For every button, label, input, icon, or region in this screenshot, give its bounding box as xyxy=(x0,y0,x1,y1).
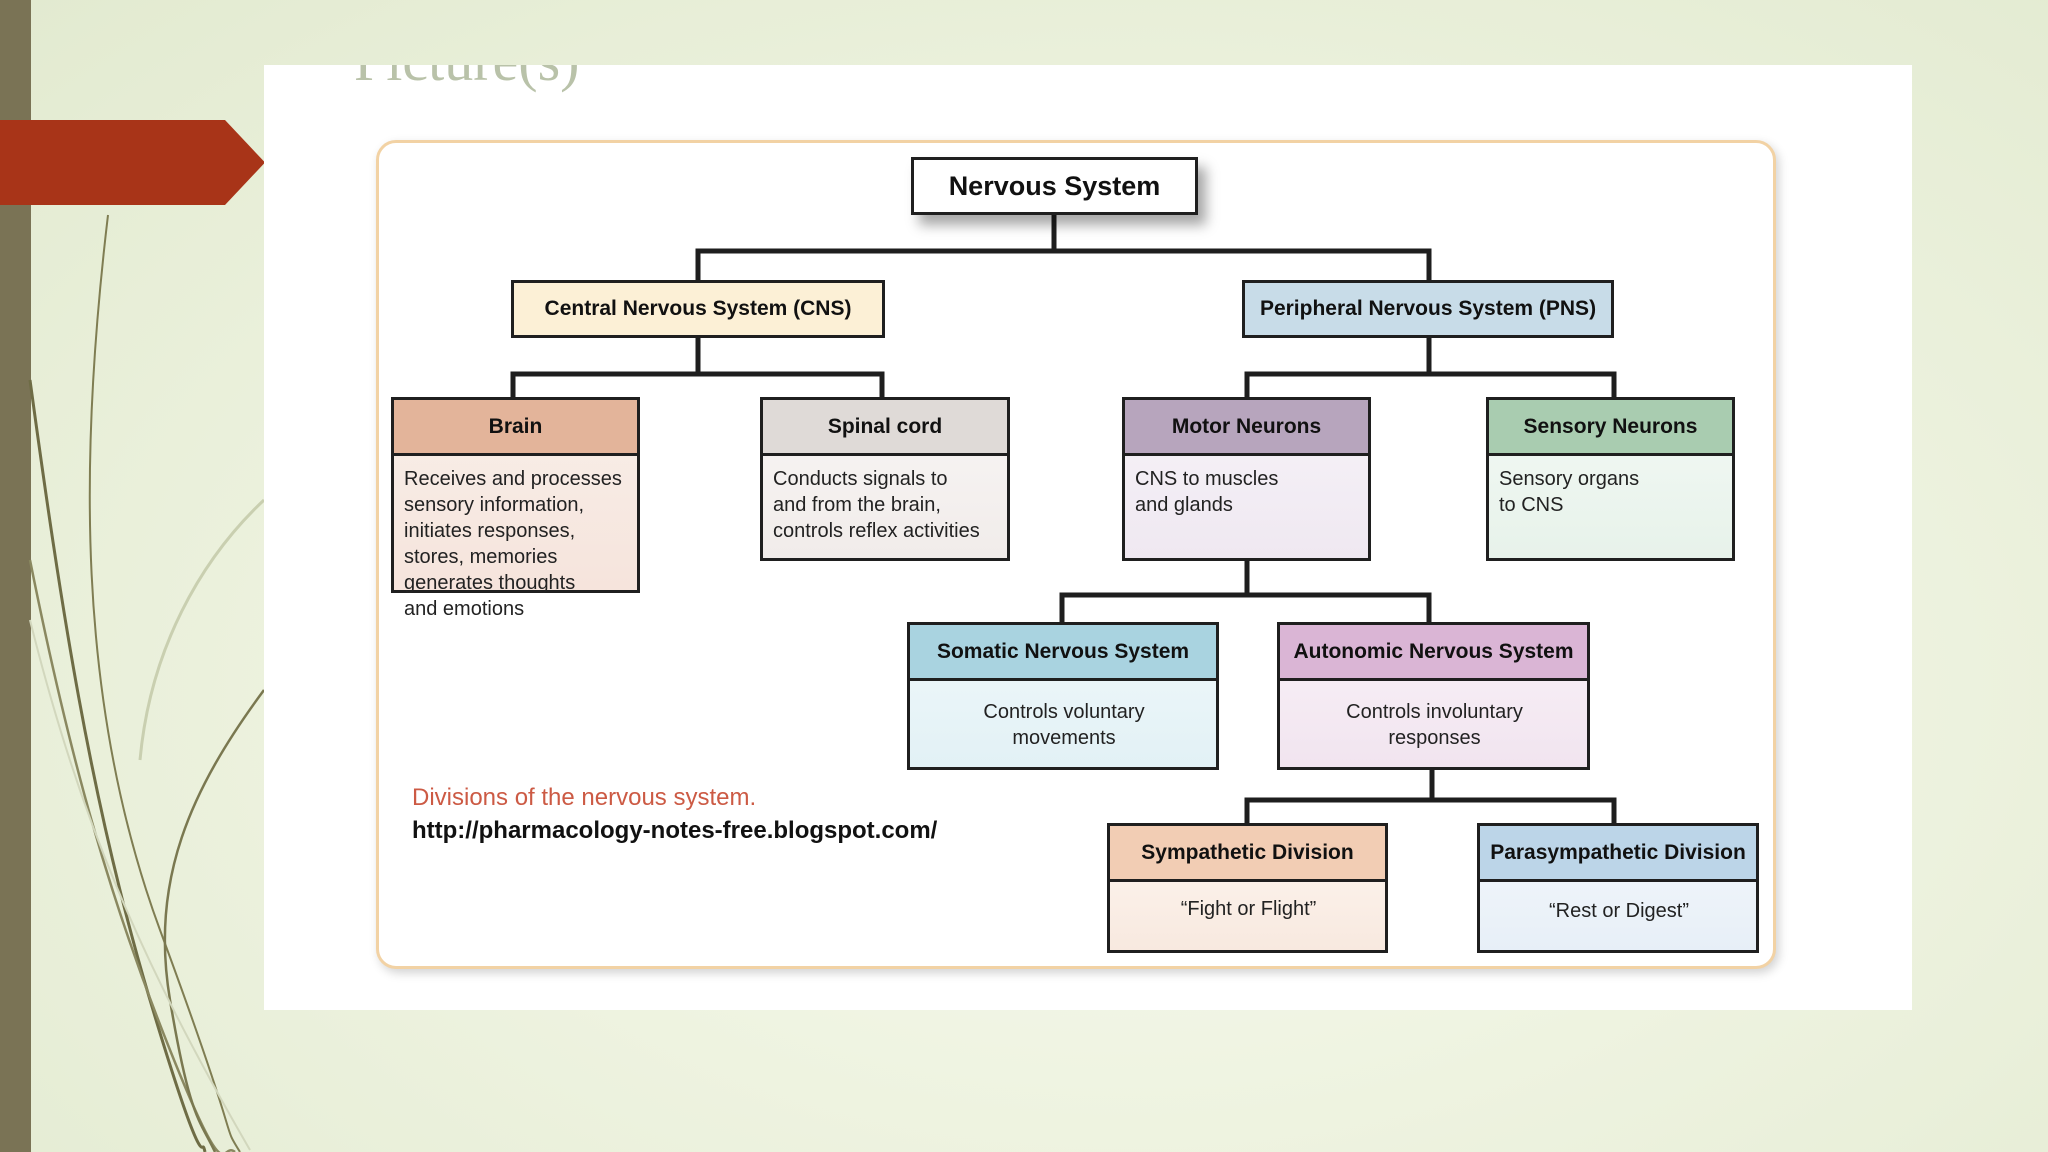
brain-description: Receives and processes sensory informati… xyxy=(404,468,622,620)
arrow-tab-shape xyxy=(0,120,265,205)
spinal-cord-title: Spinal cord xyxy=(763,400,1007,456)
parasympathetic-title: Parasympathetic Division xyxy=(1480,826,1756,882)
slide-title: Picture(s) xyxy=(354,65,580,94)
motor-neurons-description: CNS to muscles and glands xyxy=(1135,468,1279,516)
motor-neurons-title: Motor Neurons xyxy=(1125,400,1368,456)
somatic-nervous-system-card: Somatic Nervous System Controls voluntar… xyxy=(907,622,1219,770)
sensory-neurons-description: Sensory organs to CNS xyxy=(1499,468,1640,516)
decorative-swooshes xyxy=(28,214,266,1152)
brain-card: Brain Receives and processes sensory inf… xyxy=(391,397,640,620)
brain-title: Brain xyxy=(394,400,637,456)
autonomic-description: Controls involuntary responses xyxy=(1346,701,1523,749)
parasympathetic-description: “Rest or Digest” xyxy=(1548,900,1690,922)
somatic-description: Controls voluntary movements xyxy=(983,701,1145,749)
diagram-caption: Divisions of the nervous system. xyxy=(412,784,757,811)
sympathetic-description: “Fight or Flight” xyxy=(1180,898,1317,920)
parasympathetic-division-card: Parasympathetic Division “Rest or Digest… xyxy=(1477,823,1759,953)
sensory-neurons-title: Sensory Neurons xyxy=(1489,400,1732,456)
autonomic-title: Autonomic Nervous System xyxy=(1280,625,1587,681)
sympathetic-title: Sympathetic Division xyxy=(1110,826,1385,882)
sensory-neurons-card: Sensory Neurons Sensory organs to CNS xyxy=(1486,397,1735,561)
slide-content-panel: Picture(s) Nervous System Central xyxy=(264,65,1912,1010)
spinal-cord-description: Conducts signals to and from the brain, … xyxy=(773,468,980,542)
sympathetic-division-card: Sympathetic Division “Fight or Flight” xyxy=(1107,823,1388,953)
pns-node: Peripheral Nervous System (PNS) xyxy=(1242,280,1614,338)
nervous-system-node: Nervous System xyxy=(911,157,1198,215)
spinal-cord-card: Spinal cord Conducts signals to and from… xyxy=(760,397,1010,561)
source-url-text: http://pharmacology-notes-free.blogspot.… xyxy=(412,817,938,844)
motor-neurons-card: Motor Neurons CNS to muscles and glands xyxy=(1122,397,1371,561)
autonomic-nervous-system-card: Autonomic Nervous System Controls involu… xyxy=(1277,622,1590,770)
somatic-title: Somatic Nervous System xyxy=(910,625,1216,681)
cns-node: Central Nervous System (CNS) xyxy=(511,280,885,338)
